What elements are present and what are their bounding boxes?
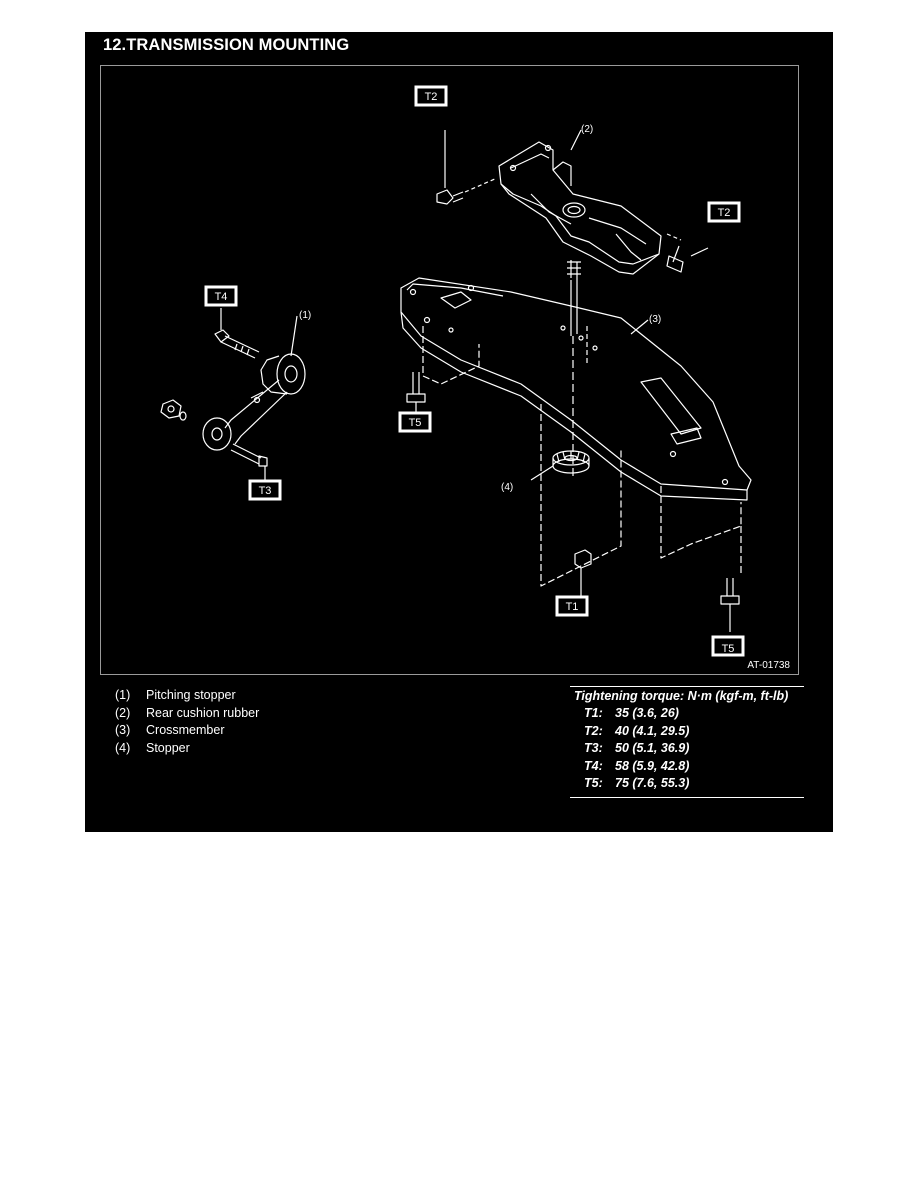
tag-t5-left-label: T5 xyxy=(409,417,422,429)
tag-t5-bottom-label: T5 xyxy=(722,643,735,655)
torque-value: 35 (3.6, 26) xyxy=(615,706,679,720)
tag-t3-label: T3 xyxy=(259,485,272,497)
crossmember xyxy=(400,277,752,501)
torque-row: T1: 35 (3.6, 26) xyxy=(570,706,804,724)
legend-label: Pitching stopper xyxy=(146,688,236,702)
torque-value: 40 (4.1, 29.5) xyxy=(615,723,690,738)
callout-2: (2) xyxy=(581,124,593,135)
tag-t2-top: T2 xyxy=(414,85,448,107)
tag-t1: T1 xyxy=(555,595,589,617)
bolt-t2-top xyxy=(436,130,498,205)
figure-id: AT-01738 xyxy=(747,660,790,671)
torque-heading: Tightening torque: N·m (kgf-m, ft-lb) xyxy=(570,686,804,706)
pitching-stopper xyxy=(202,353,306,451)
construction-lines xyxy=(422,326,742,587)
nut-and-washer xyxy=(160,399,187,421)
tag-t2-top-label: T2 xyxy=(425,91,438,103)
bolt-t4 xyxy=(214,308,260,359)
torque-value: 50 (5.1, 36.9) xyxy=(615,741,690,755)
rear-cushion-rubber xyxy=(498,141,662,275)
callout-leaders xyxy=(290,129,649,357)
legend-label: Stopper xyxy=(146,740,190,755)
torque-table: Tightening torque: N·m (kgf-m, ft-lb) T1… xyxy=(570,686,804,798)
torque-code: T4: xyxy=(584,758,603,773)
bolt-t2-right xyxy=(666,233,709,273)
torque-code: T2: xyxy=(584,723,603,738)
exploded-diagram: T2 T2 T4 T5 xyxy=(100,65,799,675)
bolt-t5-bottom xyxy=(720,578,740,632)
tag-t2-right: T2 xyxy=(707,201,741,223)
tag-t4: T4 xyxy=(204,285,238,307)
nut-t1 xyxy=(574,549,592,598)
bolt-t5-left xyxy=(406,372,426,412)
torque-code: T3: xyxy=(584,741,603,755)
torque-value: 75 (7.6, 55.3) xyxy=(615,776,690,790)
mount-studs xyxy=(567,260,588,476)
legend-number: (1) xyxy=(115,688,131,702)
legend-number: (2) xyxy=(115,705,131,720)
torque-code: T1: xyxy=(584,706,603,720)
mounting-illustration: T2 T2 T4 T5 xyxy=(160,85,790,671)
torque-code: T5: xyxy=(584,776,603,790)
torque-value: 58 (5.9, 42.8) xyxy=(615,758,690,773)
tag-t1-label: T1 xyxy=(566,601,579,613)
callout-3: (3) xyxy=(649,314,661,325)
tag-t4-label: T4 xyxy=(215,291,228,303)
callout-4: (4) xyxy=(501,482,513,493)
section-title: 12.TRANSMISSION MOUNTING xyxy=(103,36,350,54)
legend-label: Crossmember xyxy=(146,723,225,737)
callout-1: (1) xyxy=(299,310,311,321)
stopper xyxy=(530,450,590,481)
legend-number: (3) xyxy=(115,723,131,737)
manual-page-panel: 12.TRANSMISSION MOUNTING xyxy=(85,32,833,832)
tag-t5-bottom: T5 xyxy=(711,635,745,657)
torque-row: T5: 75 (7.6, 55.3) xyxy=(570,776,804,794)
legend-number: (4) xyxy=(115,740,131,755)
torque-row: T3: 50 (5.1, 36.9) xyxy=(570,741,804,759)
torque-bottom-rule xyxy=(570,796,804,798)
tag-t2-right-label: T2 xyxy=(718,207,731,219)
tag-t3: T3 xyxy=(248,479,282,501)
torque-row: T4: 58 (5.9, 42.8) xyxy=(570,759,804,777)
legend-label: Rear cushion rubber xyxy=(146,705,260,720)
torque-tags: T2 T2 T4 T5 xyxy=(204,85,745,657)
bolt-t3 xyxy=(230,443,268,484)
torque-row: T2: 40 (4.1, 29.5) xyxy=(570,724,804,742)
tag-t5-left: T5 xyxy=(398,411,432,433)
